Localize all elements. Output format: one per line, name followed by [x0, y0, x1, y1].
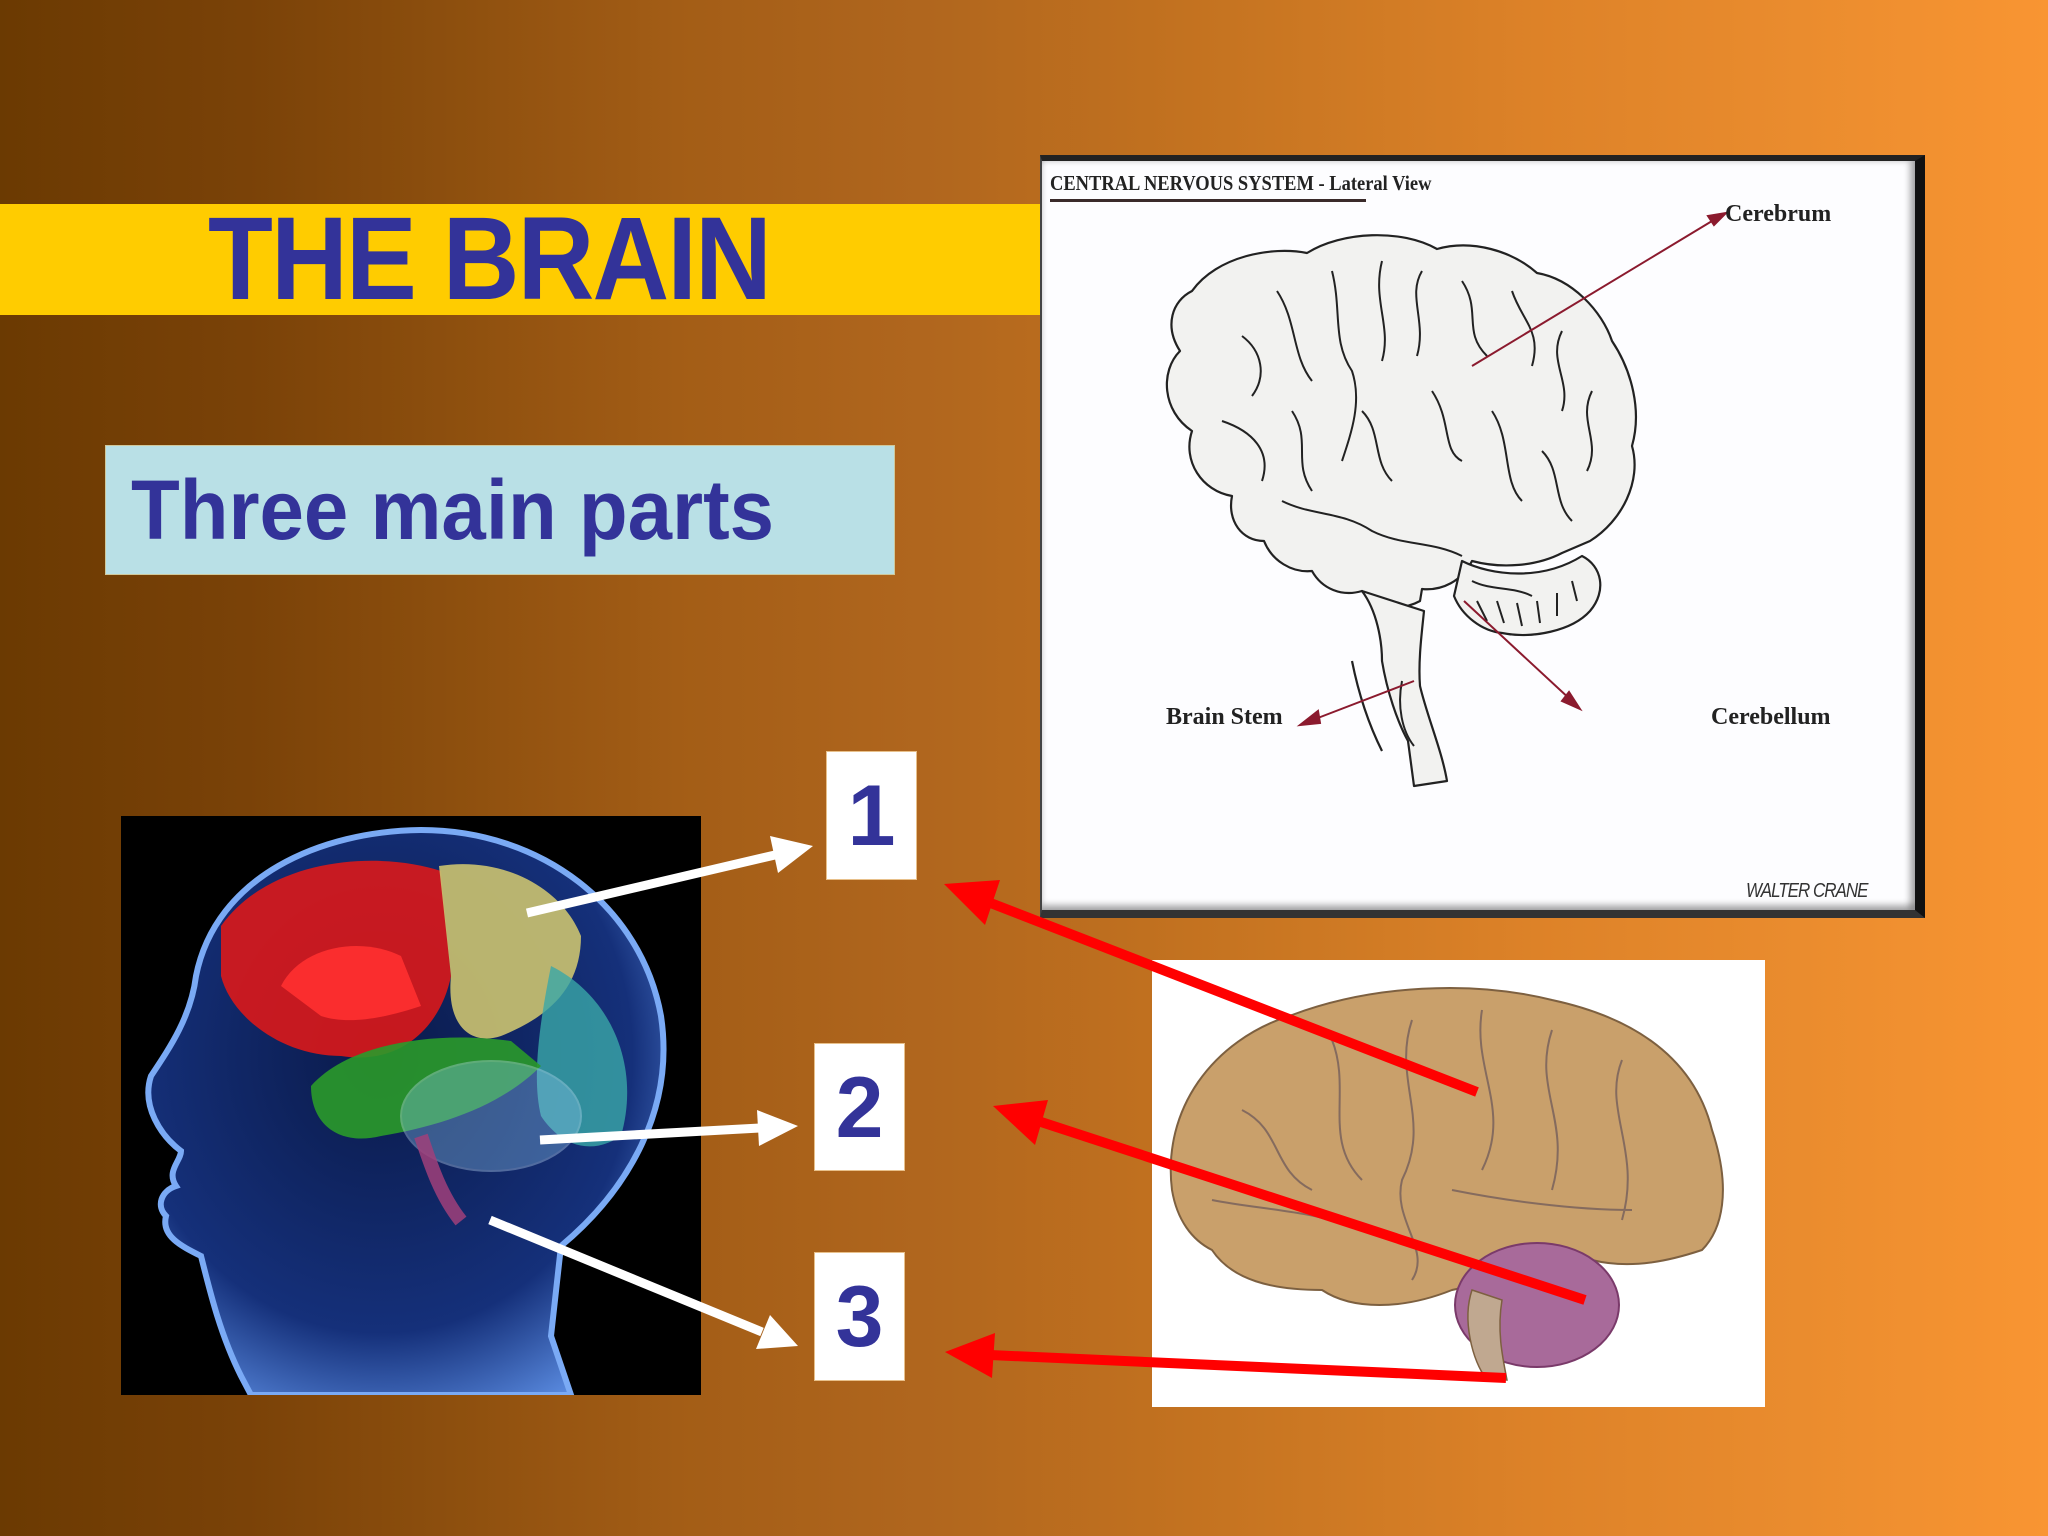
white-arrowhead-3 — [756, 1315, 798, 1349]
diagram-title-underline — [1050, 199, 1366, 202]
brain-line-drawing — [1165, 211, 1729, 788]
title-banner — [0, 204, 1040, 315]
white-arrowhead-1 — [770, 836, 813, 873]
slide-subtitle: Three main parts — [131, 463, 775, 557]
number-box-3: 3 — [814, 1252, 905, 1381]
diagram-title-suffix: - Lateral View — [1313, 171, 1432, 195]
brain-photo — [1152, 960, 1765, 1407]
slide-title: THE BRAIN — [208, 193, 772, 325]
diagram-title-main: CENTRAL NERVOUS SYSTEM — [1050, 171, 1314, 195]
subtitle-box — [105, 445, 895, 575]
label-brain-stem: Brain Stem — [1166, 704, 1283, 730]
brain-photo-illustration — [1169, 987, 1724, 1381]
red-arrowhead-2 — [993, 1100, 1048, 1145]
artist-signature: WALTER CRANE — [1746, 879, 1869, 902]
red-arrowhead-3 — [945, 1333, 995, 1378]
diagram-title: CENTRAL NERVOUS SYSTEM - Lateral View — [1050, 171, 1431, 196]
red-arrowhead-1 — [944, 880, 1000, 925]
label-cerebrum: Cerebrum — [1725, 201, 1832, 227]
label-cerebellum: Cerebellum — [1711, 704, 1831, 730]
white-arrowhead-2 — [757, 1110, 798, 1146]
head-illustration — [145, 826, 667, 1395]
cns-diagram-panel: CENTRAL NERVOUS SYSTEM - Lateral View Ce… — [1040, 155, 1925, 918]
number-box-2: 2 — [814, 1043, 905, 1171]
number-box-1: 1 — [826, 751, 917, 880]
head-xray-image — [121, 816, 701, 1395]
